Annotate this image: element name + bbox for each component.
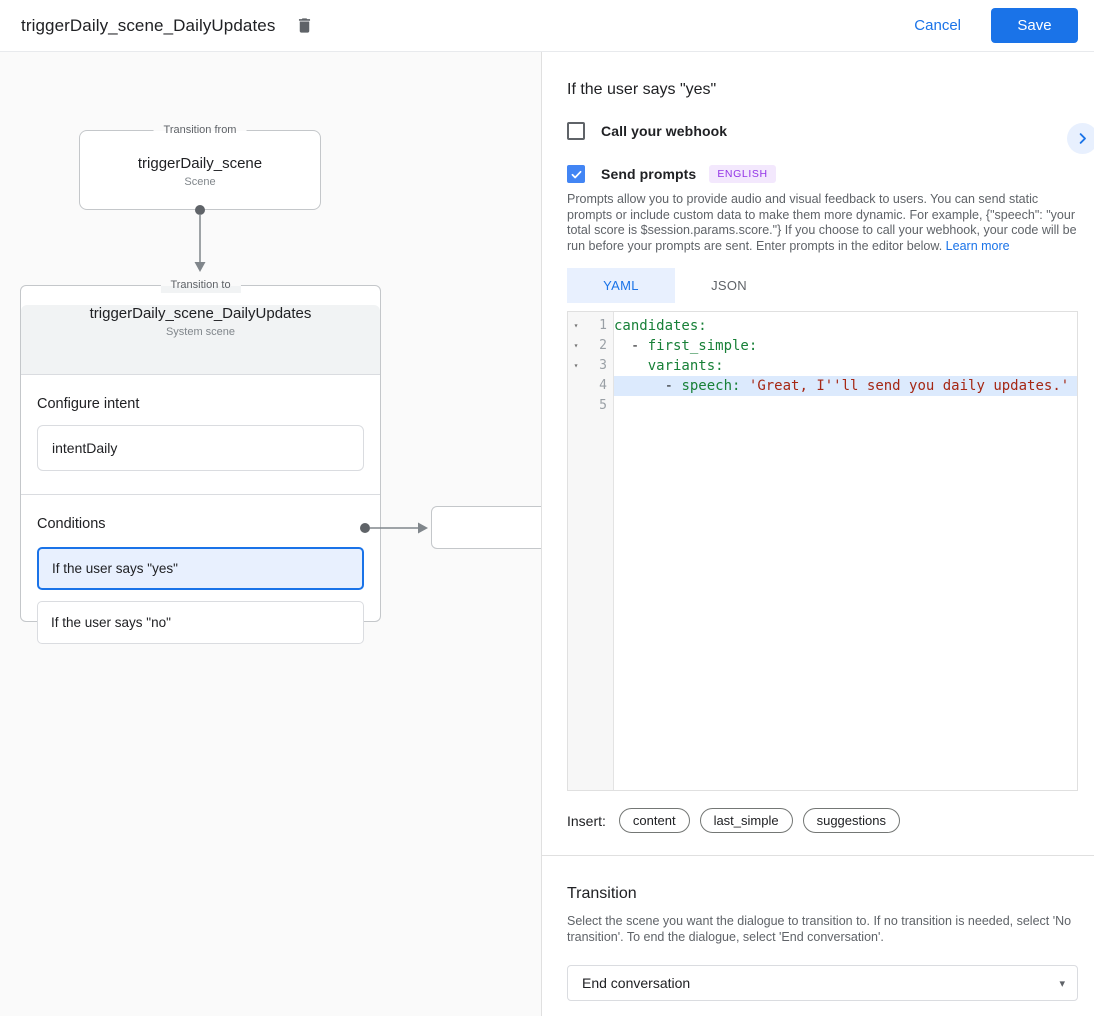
condition-item-no[interactable]: If the user says "no" [37, 601, 364, 644]
collapse-panel-button[interactable] [1067, 123, 1094, 154]
yaml-key: variants: [647, 358, 724, 374]
condition-no-label: If the user says "no" [51, 615, 171, 630]
tab-yaml[interactable]: YAML [567, 268, 675, 303]
fold-arrow-icon[interactable]: ▾ [573, 361, 579, 370]
transition-description: Select the scene you want the dialogue t… [567, 914, 1072, 944]
yaml-string: 'Great, I''ll send you daily updates.' [748, 378, 1070, 394]
insert-chip-content[interactable]: content [618, 808, 690, 833]
dropdown-caret-icon: ▾ [1059, 977, 1065, 990]
line-number: 3 [599, 358, 607, 373]
fold-arrow-icon[interactable]: ▾ [573, 321, 579, 330]
transition-from-legend: Transition from [153, 123, 247, 138]
conditions-label: Conditions [37, 516, 106, 532]
transition-to-card: Transition to triggerDaily_scene_DailyUp… [20, 278, 381, 644]
webhook-checkbox[interactable] [567, 122, 585, 140]
condition-target-node[interactable] [431, 506, 541, 549]
learn-more-link[interactable]: Learn more [945, 238, 1010, 253]
configure-intent-label: Configure intent [37, 396, 140, 412]
save-button[interactable]: Save [991, 8, 1078, 43]
page-title: triggerDaily_scene_DailyUpdates [21, 15, 276, 35]
condition-yes-label: If the user says "yes" [52, 561, 178, 576]
panel-title: If the user says "yes" [567, 81, 717, 98]
code-line: - first_simple: [614, 336, 1077, 356]
fold-arrow-icon[interactable]: ▾ [573, 341, 579, 350]
yaml-dash: - [614, 338, 648, 354]
send-prompts-row: Send prompts ENGLISH [567, 165, 1078, 183]
intent-field-value: intentDaily [52, 440, 118, 456]
line-number: 2 [599, 338, 607, 353]
condition-item-yes[interactable]: If the user says "yes" [37, 547, 364, 590]
scene-diagram-canvas: Transition from triggerDaily_scene Scene… [0, 52, 541, 1016]
line-number: 4 [599, 378, 607, 393]
tab-json[interactable]: JSON [711, 278, 747, 293]
from-scene-type: Scene [184, 176, 216, 188]
to-scene-name: triggerDaily_scene_DailyUpdates [89, 305, 312, 322]
code-line-highlighted: - speech: 'Great, I''ll send you daily u… [614, 376, 1077, 396]
send-prompts-checkbox[interactable] [567, 165, 585, 183]
yaml-indent [614, 358, 648, 374]
delete-scene-button[interactable] [292, 14, 316, 38]
prompts-description-text: Prompts allow you to provide audio and v… [567, 192, 1077, 253]
editor-format-tabs: YAML JSON [567, 268, 1078, 303]
insert-chip-last-simple[interactable]: last_simple [699, 808, 793, 833]
insert-chip-suggestions[interactable]: suggestions [802, 808, 900, 833]
to-scene-header: triggerDaily_scene_DailyUpdates System s… [21, 305, 380, 375]
language-badge: ENGLISH [709, 165, 776, 183]
line-number: 1 [599, 318, 607, 333]
editor-gutter: ▾ 1 ▾ 2 ▾ 3 4 5 [568, 312, 614, 790]
insert-row: Insert: content last_simple suggestions [567, 808, 1078, 833]
trash-icon [295, 16, 314, 35]
chevron-right-icon [1075, 131, 1090, 146]
transition-to-legend: Transition to [160, 278, 241, 293]
yaml-key: speech: [681, 378, 741, 394]
checkmark-icon [570, 168, 583, 181]
from-scene-name: triggerDaily_scene [137, 155, 263, 172]
intent-field[interactable]: intentDaily [37, 425, 364, 471]
transition-from-node[interactable]: Transition from triggerDaily_scene Scene [79, 123, 321, 210]
editor-code-area[interactable]: candidates: - first_simple: variants: - … [614, 312, 1077, 790]
cancel-button[interactable]: Cancel [914, 17, 961, 34]
yaml-key: candidates: [614, 318, 707, 334]
transition-select-value: End conversation [582, 975, 691, 991]
to-scene-type: System scene [165, 326, 236, 338]
yaml-key: first_simple: [647, 338, 758, 354]
yaml-space [740, 378, 748, 394]
webhook-label: Call your webhook [601, 123, 728, 139]
line-number: 5 [599, 398, 607, 413]
code-line: variants: [614, 356, 1077, 376]
insert-label: Insert: [567, 812, 606, 829]
panel-divider [542, 855, 1094, 856]
code-line [614, 396, 1077, 416]
condition-detail-panel: If the user says "yes" Call your webhook… [541, 52, 1094, 1016]
transition-select[interactable]: End conversation ▾ [567, 965, 1078, 1001]
card-divider [21, 494, 380, 495]
code-line: candidates: [614, 316, 1077, 336]
top-bar: triggerDaily_scene_DailyUpdates Cancel S… [0, 0, 1094, 52]
transition-title: Transition [567, 885, 637, 902]
code-editor[interactable]: ▾ 1 ▾ 2 ▾ 3 4 5 candidates: - first_simple:… [567, 311, 1078, 791]
send-prompts-label: Send prompts [601, 166, 697, 182]
webhook-row: Call your webhook [567, 122, 1078, 140]
prompts-description: Prompts allow you to provide audio and v… [567, 192, 1078, 254]
yaml-dash: - [614, 378, 682, 394]
